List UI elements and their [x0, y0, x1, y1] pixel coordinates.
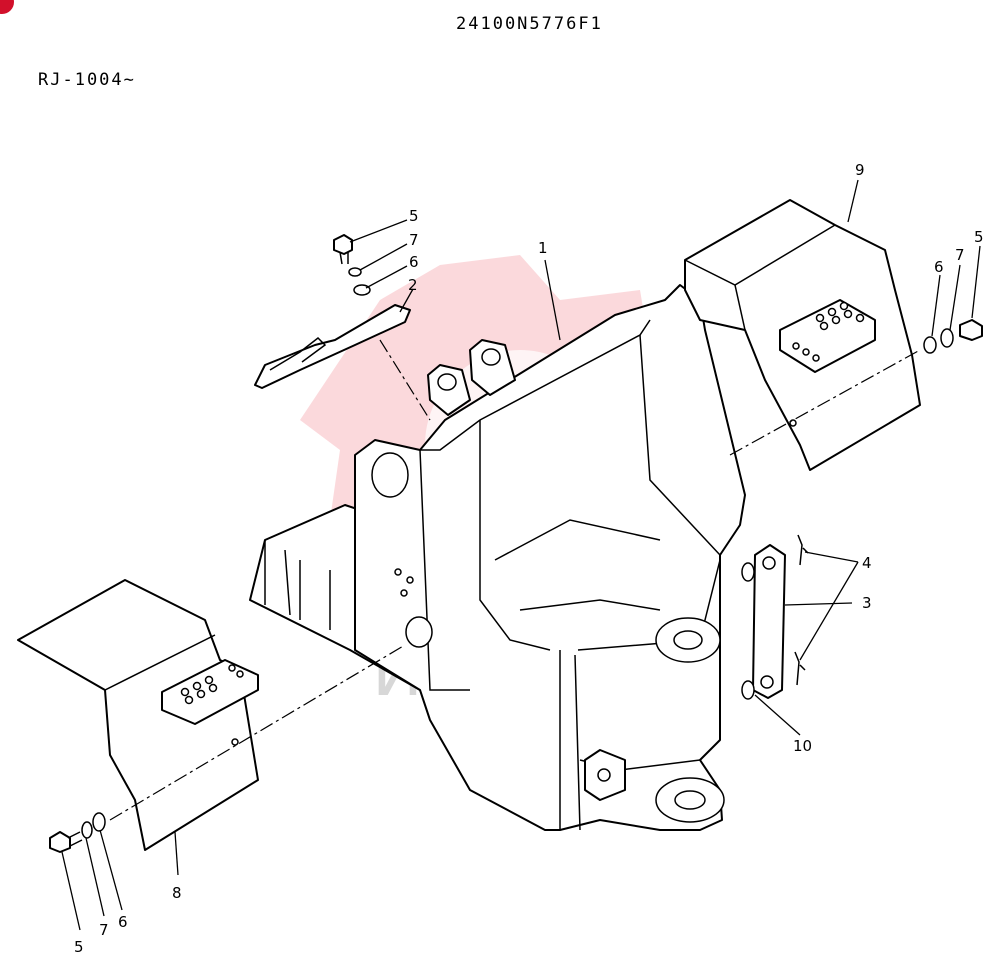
front-frame-part-1: [249, 284, 746, 831]
callout-9: 9: [855, 161, 865, 179]
callout-5-right: 5: [974, 228, 984, 246]
callout-5-top: 5: [409, 207, 419, 225]
callout-10: 10: [793, 737, 812, 755]
callout-6-right: 6: [934, 258, 944, 276]
step-grid-left: [161, 659, 259, 725]
pivot-hole-left: [371, 452, 409, 498]
callout-3: 3: [862, 594, 872, 612]
callout-1: 1: [538, 239, 548, 257]
bolt-stack-right: [923, 319, 983, 354]
right-fender-part-9: [684, 199, 921, 471]
bolt-icon: [333, 234, 353, 255]
callout-7-top: 7: [409, 231, 419, 249]
callout-5-bottom: 5: [74, 938, 84, 956]
drawing-code: 24100N5776F1: [456, 14, 603, 34]
callout-7-bottom: 7: [99, 921, 109, 939]
callout-2: 2: [408, 276, 418, 294]
plate-part-2: [254, 304, 431, 421]
serial-range: RJ-1004∼: [38, 70, 136, 90]
callout-6-bottom: 6: [118, 913, 128, 931]
callout-6-top: 6: [409, 253, 419, 271]
bolt-stack-left: [49, 812, 106, 853]
callout-4: 4: [862, 554, 872, 572]
callout-labels: 1 2 3 4 5 7 6 5 7 6 8 9 10 5 7 6: [74, 161, 984, 956]
bolt-stack-top: [333, 234, 371, 296]
leader-lines: [61, 179, 981, 931]
left-fender-part-8: [17, 579, 406, 851]
callout-7-right: 7: [955, 246, 965, 264]
lock-washer-icon: [348, 267, 362, 277]
link-assembly: [741, 534, 809, 700]
callout-8: 8: [172, 884, 182, 902]
